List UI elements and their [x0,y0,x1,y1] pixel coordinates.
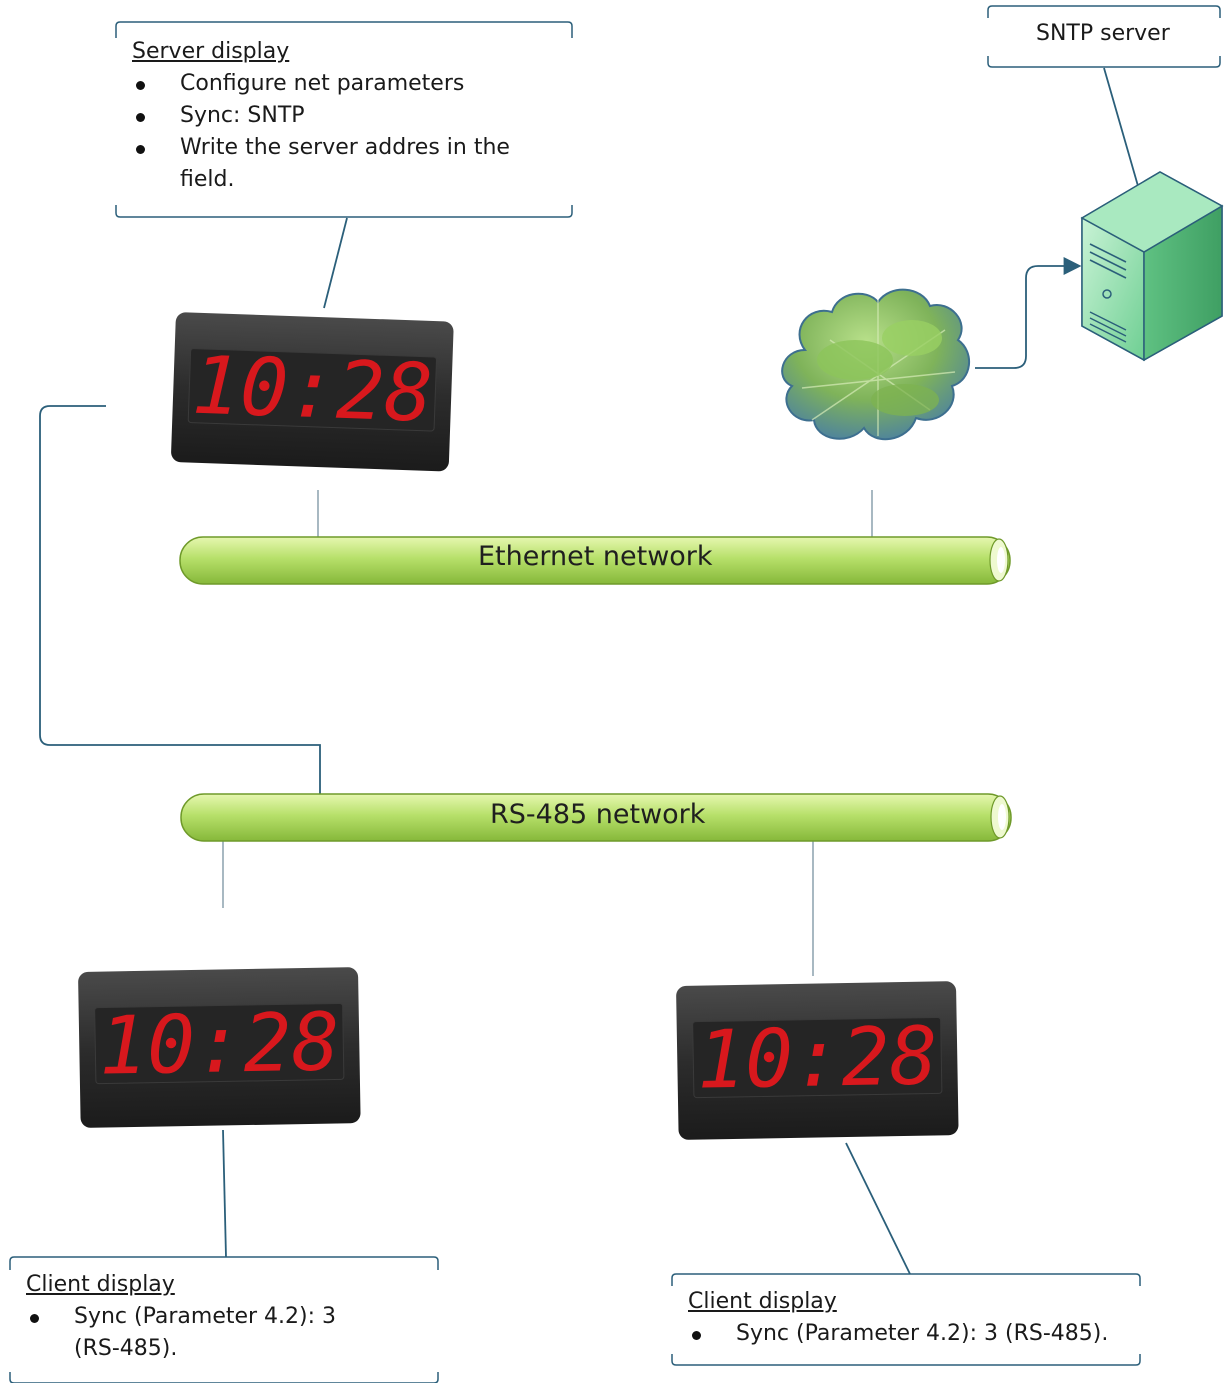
sntp-server-icon [1080,171,1224,362]
client-left-callout: Client display Sync (Parameter 4.2): 3 (… [26,1269,386,1365]
client-right-clock-display: 10:28 [676,981,959,1140]
server-callout-leader [323,217,348,309]
ethernet-network-label: Ethernet network [478,541,713,572]
client-left-callout-frame [9,1256,439,1383]
list-item: Sync (Parameter 4.2): 3 (RS-485). [688,1318,1128,1350]
rs485-pipe [180,793,1012,842]
client-left-clock-display: 10:28 [78,967,361,1128]
client-right-callout-list: Sync (Parameter 4.2): 3 (RS-485). [688,1318,1128,1350]
ethernet-pipe [179,536,1011,585]
client-right-callout-title: Client display [688,1289,837,1314]
client-left-leader [222,1129,227,1258]
server-callout-list: Configure net parameters Sync: SNTP Writ… [132,68,532,196]
cloud-to-server-link [975,257,1082,369]
client-right-clock-digits: 10:28 [696,1009,938,1106]
server-callout-frame [115,21,573,218]
client-right-callout: Client display Sync (Parameter 4.2): 3 (… [688,1286,1128,1350]
client-left-clock-digits: 10:28 [98,995,340,1092]
network-cloud-icon [781,288,971,441]
client-right-callout-frame [671,1273,1141,1366]
server-to-rs485-link [39,405,321,816]
sntp-callout-leader [1103,67,1139,187]
server-clock-digits: 10:28 [190,339,434,440]
list-item: Write the server addres in the field. [132,132,532,196]
client-left-callout-title: Client display [26,1272,175,1297]
client-left-callout-list: Sync (Parameter 4.2): 3 (RS-485). [26,1301,386,1365]
sntp-server-label: SNTP server [1036,21,1170,46]
sntp-callout-frame [987,5,1221,68]
list-item: Sync: SNTP [132,100,532,132]
server-callout-title: Server display [132,39,290,64]
client-right-leader [845,1142,911,1275]
list-item: Sync (Parameter 4.2): 3 (RS-485). [26,1301,386,1365]
server-clock-display: 10:28 [171,312,454,472]
server-callout: Server display Configure net parameters … [132,36,532,196]
connector-lines [39,67,1139,1275]
rs485-network-label: RS-485 network [490,799,706,830]
list-item: Configure net parameters [132,68,532,100]
callout-frames [9,5,1221,1383]
